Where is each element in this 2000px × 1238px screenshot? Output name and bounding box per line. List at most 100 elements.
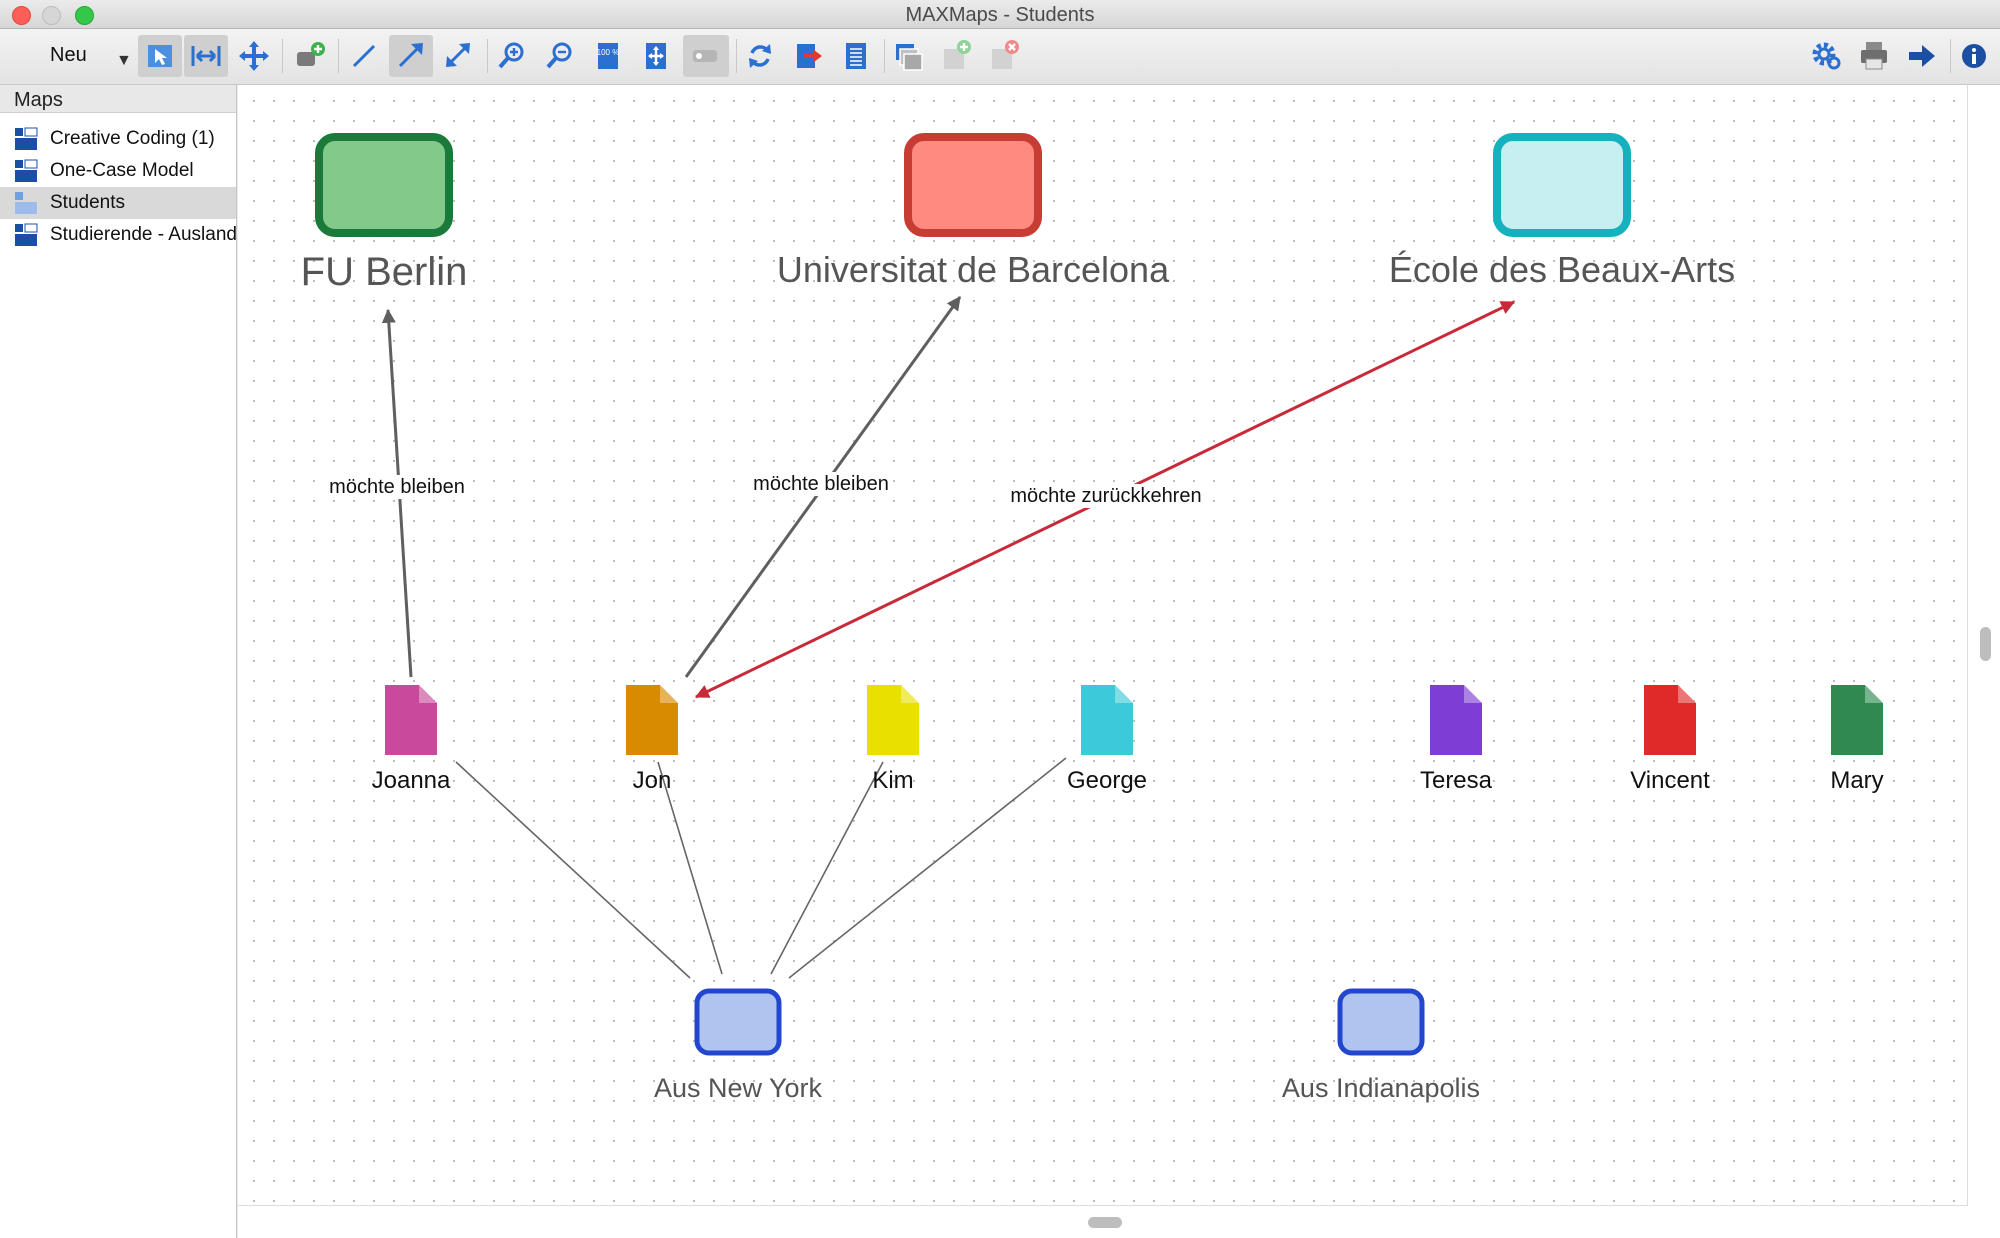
document-node[interactable]: Mary [1830, 685, 1884, 794]
select-tool-icon [148, 45, 172, 67]
line-tool-button[interactable] [342, 35, 386, 77]
double-arrow-tool-icon [446, 43, 470, 67]
map-icon [15, 192, 37, 214]
close-window-button[interactable] [12, 6, 31, 25]
fit-to-window-button[interactable] [634, 35, 678, 77]
document-label[interactable]: Joanna [372, 767, 451, 794]
move-canvas-button[interactable] [232, 35, 276, 77]
relation-label[interactable]: möchte bleiben [753, 473, 889, 495]
document-icon[interactable] [626, 685, 678, 755]
map-item[interactable]: Studierende - Auslandssemester [0, 219, 236, 251]
document-label[interactable]: Vincent [1630, 767, 1710, 794]
map-icon [15, 223, 38, 246]
info-button[interactable] [1952, 35, 1996, 77]
print-button[interactable] [1852, 35, 1896, 77]
map-item-label: One-Case Model [50, 160, 194, 181]
code-box[interactable] [904, 133, 1042, 237]
code-label[interactable]: FU Berlin [301, 250, 468, 294]
double-arrow-tool-button[interactable] [436, 35, 480, 77]
document-label[interactable]: Jon [633, 767, 672, 794]
map-item[interactable]: One-Case Model [0, 155, 236, 187]
map-icon [15, 159, 38, 182]
code-label[interactable]: Universitat de Barcelona [777, 249, 1170, 290]
document-label[interactable]: Teresa [1420, 767, 1493, 794]
document-icon[interactable] [1644, 685, 1696, 755]
layers-button[interactable] [886, 35, 930, 77]
new-dropdown-icon[interactable]: ▼ [116, 52, 132, 69]
new-button[interactable]: Neu [50, 44, 87, 66]
link-line[interactable] [770, 761, 884, 975]
document-label[interactable]: Kim [872, 767, 913, 794]
document-fold [1464, 685, 1482, 703]
document-icon[interactable] [1430, 685, 1482, 755]
add-layer-icon [944, 40, 971, 69]
code-label[interactable]: Aus New York [654, 1073, 823, 1103]
zoom-100-button[interactable]: 100 % [586, 35, 630, 77]
arrow-tool-button[interactable] [389, 35, 433, 77]
print-icon [1861, 42, 1887, 70]
code-node[interactable]: Aus Indianapolis [1282, 988, 1480, 1103]
code-box[interactable] [1493, 133, 1631, 237]
fit-width-button[interactable] [184, 35, 228, 77]
document-icon[interactable] [1081, 685, 1133, 755]
document-fold [660, 685, 678, 703]
export-arrow-button[interactable] [1900, 35, 1944, 77]
document-node[interactable]: Jon [626, 685, 678, 794]
code-node[interactable]: Universitat de Barcelona [777, 133, 1170, 290]
move-canvas-icon [239, 41, 269, 71]
document-node[interactable]: Teresa [1420, 685, 1493, 794]
code-node[interactable]: FU Berlin [301, 133, 468, 294]
toolbar: Neu ▼ 100 % [0, 29, 2000, 85]
document-node[interactable]: Kim [867, 685, 919, 794]
relation-label[interactable]: möchte zurückkehren [1010, 485, 1201, 507]
document-label[interactable]: George [1067, 767, 1147, 794]
settings-button[interactable] [1804, 35, 1848, 77]
delete-layer-button[interactable] [982, 35, 1026, 77]
code-node[interactable]: Aus New York [654, 988, 823, 1103]
code-label[interactable]: École des Beaux-Arts [1389, 249, 1735, 290]
map-item[interactable]: Creative Coding (1) [0, 123, 236, 155]
minimize-window-button[interactable] [42, 6, 61, 25]
horizontal-scroll-thumb[interactable] [1088, 1217, 1122, 1228]
code-node[interactable]: École des Beaux-Arts [1389, 133, 1735, 290]
line-tool-icon [352, 44, 376, 68]
document-icon[interactable] [1831, 685, 1883, 755]
map-item[interactable]: Students [0, 187, 236, 219]
relation-label[interactable]: möchte bleiben [329, 476, 465, 498]
add-object-icon [297, 42, 325, 66]
export-button[interactable] [786, 35, 830, 77]
code-box[interactable] [1337, 988, 1425, 1056]
notes-button[interactable] [834, 35, 878, 77]
link-line[interactable] [788, 757, 1067, 979]
link-line[interactable] [455, 761, 691, 979]
code-label[interactable]: Aus Indianapolis [1282, 1073, 1480, 1103]
document-icon[interactable] [385, 685, 437, 755]
map-canvas[interactable]: möchte bleiben möchte bleiben möchte zurüc… [238, 85, 1968, 1206]
document-fold [1865, 685, 1883, 703]
link-line[interactable] [657, 761, 723, 975]
toggle-labels-icon [693, 50, 717, 62]
layers-icon [896, 44, 923, 71]
add-layer-button[interactable] [934, 35, 978, 77]
document-node[interactable]: Vincent [1630, 685, 1710, 794]
document-node[interactable]: Joanna [372, 685, 451, 794]
select-tool-button[interactable] [138, 35, 182, 77]
zoom-in-button[interactable] [490, 35, 534, 77]
code-box[interactable] [315, 133, 453, 237]
add-object-button[interactable] [288, 35, 332, 77]
code-box[interactable] [694, 988, 782, 1056]
toggle-labels-button[interactable] [683, 35, 729, 77]
refresh-button[interactable] [738, 35, 782, 77]
zoom-out-button[interactable] [538, 35, 582, 77]
relation-label-background [1006, 484, 1206, 508]
zoom-window-button[interactable] [75, 6, 94, 25]
document-label[interactable]: Mary [1830, 767, 1883, 794]
vertical-scroll-thumb[interactable] [1980, 627, 1991, 661]
document-icon[interactable] [867, 685, 919, 755]
vertical-scrollbar[interactable] [1968, 85, 2000, 1238]
zoom-out-icon [546, 42, 572, 69]
document-fold [1115, 685, 1133, 703]
fit-to-window-icon [646, 43, 666, 69]
document-node[interactable]: George [1067, 685, 1147, 794]
